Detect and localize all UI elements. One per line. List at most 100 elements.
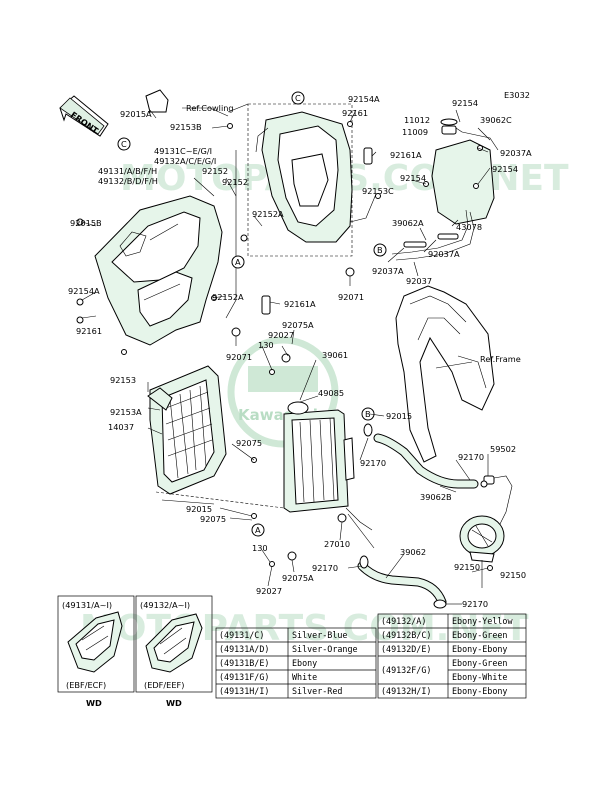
label-92154-mid: 92154 bbox=[400, 173, 426, 183]
inset-right: (49132/A~I) (EDF/EEF) WD bbox=[135, 595, 213, 708]
label-59502: 59502 bbox=[490, 444, 516, 454]
label-39061: 39061 bbox=[322, 350, 348, 360]
hose-upper bbox=[374, 434, 478, 488]
label-49131C: 49131C~E/G/I bbox=[154, 146, 212, 156]
reservoir-tank bbox=[391, 118, 499, 261]
label-92154A-top: 92154A bbox=[348, 94, 380, 104]
color-table-right: (49132/A) Ebony-Yellow (49132B/C) Ebony-… bbox=[377, 613, 527, 699]
callout-a-upper: A bbox=[235, 257, 241, 267]
label-92071-mid: 92071 bbox=[226, 352, 252, 362]
bracket-part bbox=[145, 89, 169, 113]
front-arrow-icon: FRONT bbox=[59, 95, 109, 137]
left-table-part-0: (49131/C) bbox=[219, 630, 264, 640]
label-ref-cowling: Ref.Cowling bbox=[186, 103, 234, 113]
label-39062A: 39062A bbox=[392, 218, 424, 228]
label-92027-low: 92027 bbox=[256, 586, 282, 596]
label-92015-right: 92015 bbox=[386, 411, 412, 421]
label-92150-a: 92150 bbox=[454, 562, 480, 572]
inset-right-title: (49132/A~I) bbox=[140, 600, 190, 610]
right-table-color-0: Ebony-Yellow bbox=[452, 616, 513, 626]
label-130-top: 130 bbox=[258, 340, 274, 350]
label-92075-mid: 92075 bbox=[236, 438, 262, 448]
label-92170-c: 92170 bbox=[312, 563, 338, 573]
label-92154-top: 92154 bbox=[452, 98, 478, 108]
label-92015-low: 92015 bbox=[186, 504, 212, 514]
right-table-color-5: Ebony-Ebony bbox=[452, 686, 507, 696]
label-92152-b: 92152 bbox=[222, 177, 248, 187]
label-39062C: 39062C bbox=[480, 115, 512, 125]
shroud-group-outline bbox=[247, 103, 353, 257]
label-92037: 92037 bbox=[406, 276, 432, 286]
label-92152A-top: 92152A bbox=[252, 209, 284, 219]
leader-lines bbox=[81, 107, 491, 605]
right-table-part-3: (49132F/G) bbox=[381, 665, 431, 675]
label-43078: 43078 bbox=[456, 222, 482, 232]
left-table-part-2: (49131B/E) bbox=[219, 658, 269, 668]
label-49085: 49085 bbox=[318, 388, 344, 398]
right-table-color-3: Ebony-Green bbox=[452, 658, 507, 668]
radiator-screen bbox=[147, 365, 227, 495]
label-92154-right: 92154 bbox=[492, 164, 518, 174]
left-table-color-3: White bbox=[292, 672, 317, 682]
label-92152A-mid: 92152A bbox=[212, 292, 244, 302]
label-49132A: 49132A/C/E/G/I bbox=[154, 156, 216, 166]
label-92153: 92153 bbox=[110, 375, 136, 385]
label-92075-low: 92075 bbox=[200, 514, 226, 524]
label-92153A: 92153A bbox=[110, 407, 142, 417]
label-92075A-top: 92075A bbox=[282, 320, 314, 330]
label-92170-b: 92170 bbox=[458, 452, 484, 462]
label-92037A-mid: 92037A bbox=[372, 266, 404, 276]
label-49131A: 49131/A/B/F/H bbox=[98, 166, 157, 176]
radiator bbox=[283, 401, 355, 513]
label-92153B: 92153B bbox=[170, 122, 202, 132]
part-labels: 92015A 92153B Ref.Cowling 92154A 92161 9… bbox=[68, 94, 532, 609]
left-table-color-4: Silver-Red bbox=[292, 686, 342, 696]
label-92170-a: 92170 bbox=[360, 458, 386, 468]
right-table-part-5: (49132H/I) bbox=[381, 686, 431, 696]
label-11012: 11012 bbox=[404, 115, 430, 125]
left-table-part-1: (49131A/D) bbox=[219, 644, 269, 654]
label-27010: 27010 bbox=[324, 539, 350, 549]
color-table-left: (49131/C) Silver-Blue (49131A/D) Silver-… bbox=[215, 627, 377, 699]
label-92154A-left: 92154A bbox=[68, 286, 100, 296]
hose-lower bbox=[358, 562, 446, 606]
label-92153C: 92153C bbox=[362, 186, 394, 196]
inner-shroud bbox=[255, 111, 353, 243]
left-table-part-4: (49131H/I) bbox=[219, 686, 269, 696]
inset-left-model: WD bbox=[86, 698, 102, 708]
inset-right-model: WD bbox=[166, 698, 182, 708]
label-92037A-top: 92037A bbox=[500, 148, 532, 158]
label-92161-top: 92161 bbox=[342, 108, 368, 118]
left-table-color-2: Ebony bbox=[292, 658, 317, 668]
callout-b-upper: B bbox=[377, 245, 383, 255]
frame bbox=[395, 285, 495, 463]
right-table-color-4: Ebony-White bbox=[452, 672, 507, 682]
callouts: C C A B A B bbox=[117, 91, 387, 537]
label-92170-d: 92170 bbox=[462, 599, 488, 609]
label-39062: 39062 bbox=[400, 547, 426, 557]
right-table-part-1: (49132B/C) bbox=[381, 630, 431, 640]
label-92015A: 92015A bbox=[120, 109, 152, 119]
callout-b-lower: B bbox=[365, 409, 371, 419]
left-table-part-3: (49131F/G) bbox=[219, 672, 269, 682]
inset-left-caption: (EBF/ECF) bbox=[66, 680, 106, 690]
label-92161A-top: 92161A bbox=[390, 150, 422, 160]
label-92015B: 92015B bbox=[70, 218, 102, 228]
right-table-part-2: (49132D/E) bbox=[381, 644, 431, 654]
label-39062B: 39062B bbox=[420, 492, 452, 502]
label-92075A-low: 92075A bbox=[282, 573, 314, 583]
callout-a-lower: A bbox=[255, 525, 261, 535]
label-92071-top: 92071 bbox=[338, 292, 364, 302]
left-table-color-1: Silver-Orange bbox=[292, 644, 358, 654]
label-92150-b: 92150 bbox=[500, 570, 526, 580]
label-49132B: 49132/B/D/F/H bbox=[98, 176, 158, 186]
inset-left: (49131/A~I) (EBF/ECF) WD bbox=[57, 595, 135, 708]
label-92161-left: 92161 bbox=[76, 326, 102, 336]
label-14037: 14037 bbox=[108, 422, 134, 432]
label-92037A-b: 92037A bbox=[428, 249, 460, 259]
callout-c-left: C bbox=[121, 139, 127, 149]
right-table-color-2: Ebony-Ebony bbox=[452, 644, 507, 654]
label-92027-top: 92027 bbox=[268, 330, 294, 340]
label-92161A-mid: 92161A bbox=[284, 299, 316, 309]
